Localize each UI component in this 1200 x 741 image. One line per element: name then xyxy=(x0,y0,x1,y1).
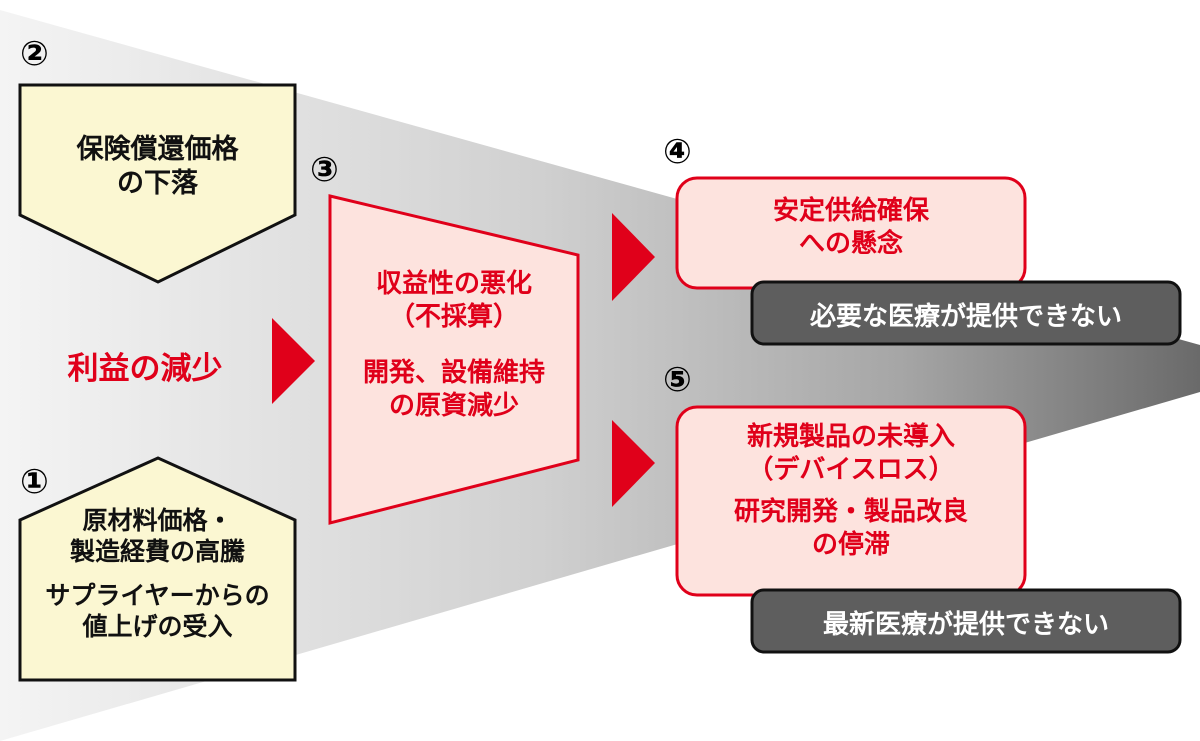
outcome5-label: 新規製品の未導入 （デバイスロス） 研究開発・製品改良 の停滞 xyxy=(677,421,1025,561)
outcome5-line4: の停滞 xyxy=(811,529,890,560)
outcome5-banner-box xyxy=(750,588,1182,654)
factor2-label: 保険償還価格 の下落 xyxy=(20,133,295,201)
factor2-line2: の下落 xyxy=(117,167,198,199)
factor2-shape xyxy=(18,83,297,284)
outcome4-banner-box xyxy=(750,280,1182,346)
outcome4-line2: への懸念 xyxy=(798,228,903,259)
factor1-line4: 値上げの受入 xyxy=(82,611,233,641)
outcome4-banner-text: 必要な医療が提供できない xyxy=(809,302,1122,332)
factor2-line1: 保険償還価格 xyxy=(76,134,239,165)
center-trapezoid xyxy=(328,194,580,525)
arrow-into-center xyxy=(272,318,315,404)
outcome4-line1: 安定供給確保 xyxy=(772,196,929,226)
profit-decline-label: 利益の減少 xyxy=(67,351,223,387)
outcome5-line1: 新規製品の未導入 xyxy=(746,422,955,452)
factor1-line3: サプライヤーからの xyxy=(45,580,270,610)
marker-3: ③ xyxy=(310,150,339,190)
outcome5-line3: 研究開発・製品改良 xyxy=(733,497,968,527)
center-line1: 収益性の悪化 xyxy=(375,269,532,299)
center-line2: （不採算） xyxy=(388,301,519,332)
center-label: 収益性の悪化 （不採算） 開発、設備維持 の原資減少 xyxy=(330,268,578,422)
outcome5-banner-text: 最新医療が提供できない xyxy=(822,610,1109,640)
arrow-to-outcome4 xyxy=(612,213,655,301)
factor1-label: 原材料価格・ 製造経費の高騰 サプライヤーからの 値上げの受入 xyxy=(20,505,295,642)
factor1-shape xyxy=(18,456,297,682)
factor1-line1: 原材料価格・ xyxy=(82,506,233,535)
funnel-background xyxy=(0,10,1200,741)
center-line3: 開発、設備維持 xyxy=(362,358,545,388)
marker-4: ④ xyxy=(663,132,692,172)
factor1-line2: 製造経費の高騰 xyxy=(69,537,245,567)
outcome4-label: 安定供給確保 への懸念 xyxy=(677,195,1025,260)
marker-1: ① xyxy=(20,462,49,502)
marker-2: ② xyxy=(20,34,49,74)
arrow-to-outcome5 xyxy=(612,420,655,507)
outcome5-line2: （デバイスロス） xyxy=(747,454,955,485)
center-line4: の原資減少 xyxy=(388,390,519,421)
marker-5: ⑤ xyxy=(663,360,692,400)
